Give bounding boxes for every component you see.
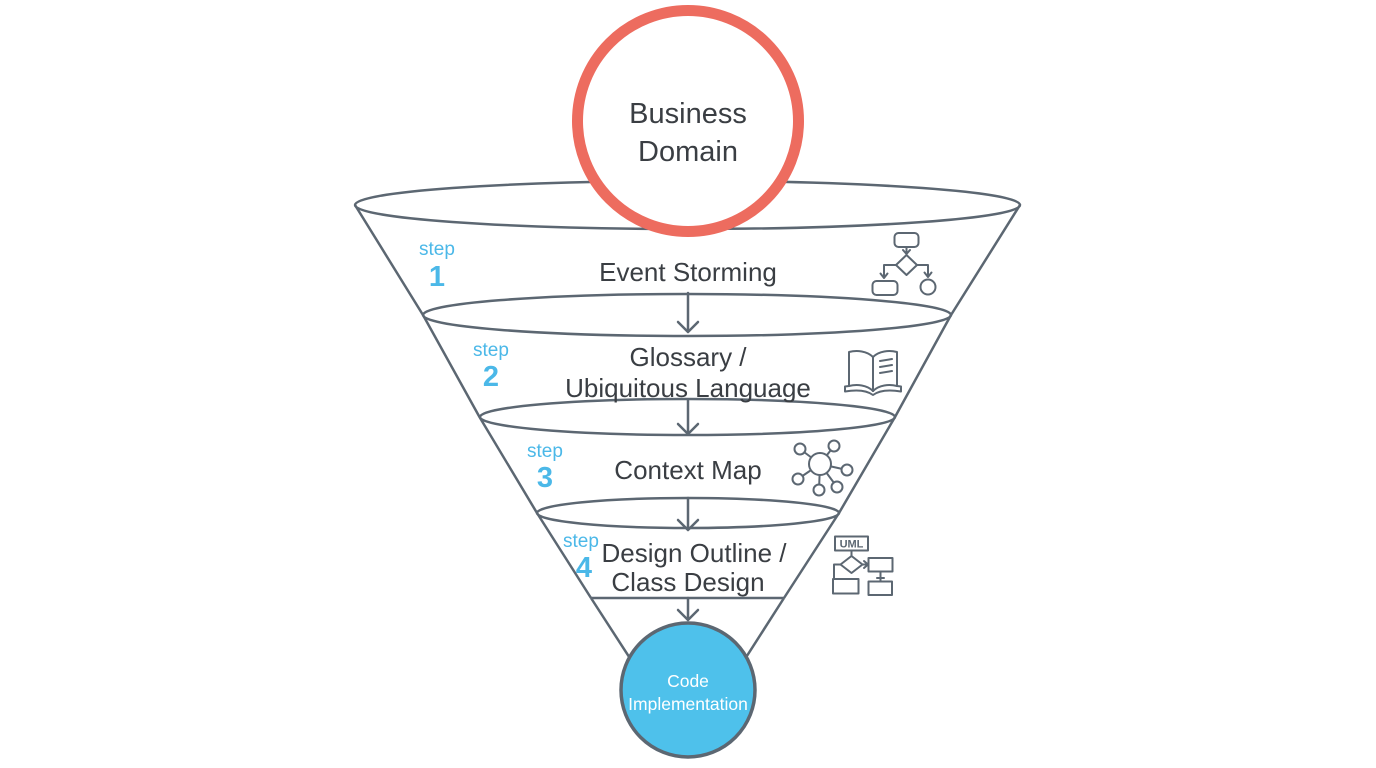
funnel-left-edge — [353, 204, 593, 599]
network-nodes-icon — [791, 439, 854, 497]
flow-arrow-4 — [676, 596, 700, 622]
step-1-word: step — [419, 239, 455, 260]
uml-icon-label: UML — [840, 539, 864, 551]
business-domain-ring — [572, 5, 804, 237]
flow-arrows — [676, 291, 700, 622]
step-3-word: step — [527, 441, 563, 462]
tier-2-label-line1: Glossary / — [629, 342, 747, 372]
step-labels: step 1 step 2 step 3 step 4 — [419, 239, 599, 584]
tier-3-label-line1: Context Map — [614, 455, 761, 485]
tier-1-label-line1: Event Storming — [599, 257, 777, 287]
flow-arrow-3 — [676, 496, 700, 532]
step-3-number: 3 — [537, 462, 553, 494]
step-2-word: step — [473, 340, 509, 361]
open-book-icon — [844, 350, 902, 396]
flow-arrow-2 — [676, 398, 700, 436]
funnel-right-edge — [782, 204, 1022, 599]
code-implementation-line1: Code — [667, 671, 709, 691]
flow-arrow-1 — [676, 291, 700, 334]
step-1-number: 1 — [429, 261, 445, 293]
code-implementation-line2: Implementation — [628, 694, 748, 714]
step-4-word: step — [563, 531, 599, 552]
tier-4-label-line1: Design Outline / — [602, 538, 788, 568]
business-domain-line2: Domain — [638, 136, 738, 168]
step-4-number: 4 — [576, 552, 592, 584]
tier-labels: Event Storming Glossary / Ubiquitous Lan… — [565, 257, 811, 597]
code-implementation-disc — [619, 621, 757, 759]
business-domain-line1: Business — [629, 98, 747, 130]
code-implementation-circle: Code Implementation — [619, 621, 757, 759]
business-domain-circle: Business Domain — [572, 5, 804, 237]
step-2-number: 2 — [483, 361, 499, 393]
tier-2-label-line2: Ubiquitous Language — [565, 373, 811, 403]
uml-diagram-icon — [832, 535, 894, 596]
tier-4-label-line2: Class Design — [611, 567, 764, 597]
flowchart-icon — [871, 232, 937, 296]
